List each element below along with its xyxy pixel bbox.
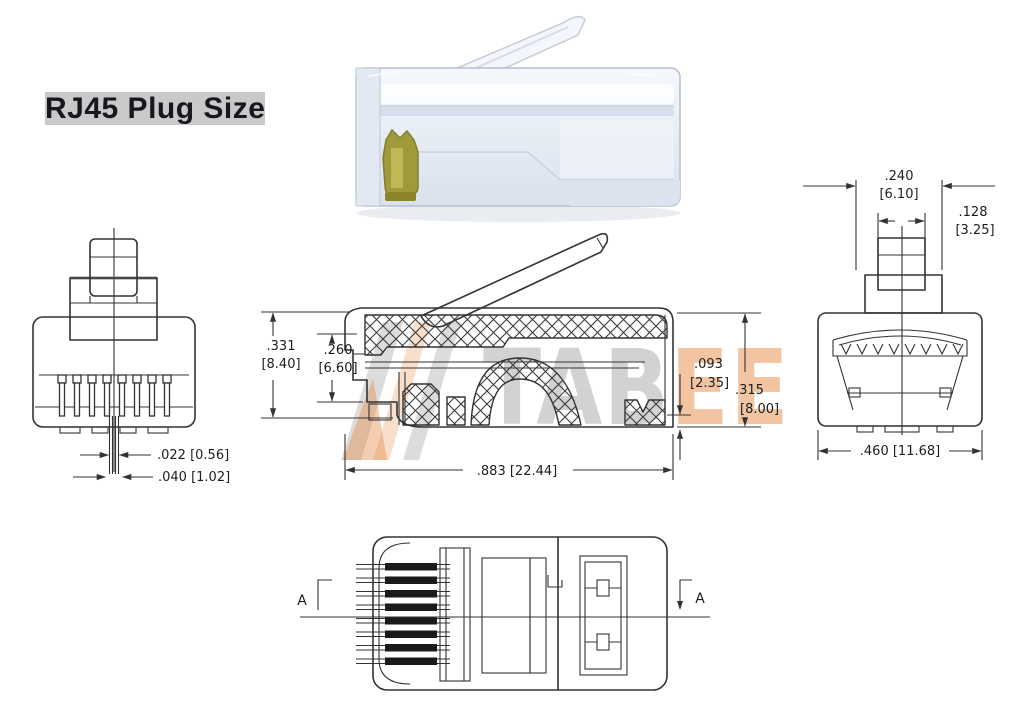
section-mark-left: A [297,579,332,610]
dim-label-wire-pair: .040 [1.02] [158,470,230,485]
plug-body-outline [32,316,196,428]
dim-label-height-mm: [8.40] [261,357,300,372]
dim-label-front-height-mm: [6.60] [318,361,357,376]
rj45-plug-photo [355,15,681,222]
section-label-right: A [695,591,705,607]
dim-label-height-in: .331 [267,339,296,354]
dim-label-inner-mm: [3.25] [955,223,994,238]
contact-bars [356,563,450,665]
dim-label-contact-in: .093 [694,357,723,372]
dim-overall-height: .331 [8.40] [261,311,393,419]
dim-label-rear-height-in: .315 [735,383,764,398]
section-label-left: A [297,593,307,609]
hatched-top-band [364,314,668,356]
plug-top-outline [372,536,668,691]
dim-label-front-height-in: .260 [324,343,353,358]
dim-label-contact-mm: [2.35] [690,376,729,391]
dim-label-cable-in: .240 [885,169,914,184]
latch-tab-outline [89,238,138,297]
front-view-drawing: .022 [0.56] .040 [1.02] [32,228,230,485]
dim-wire-pair: .040 [1.02] [73,470,230,485]
dim-inner-width: .128 [3.25] [877,205,995,255]
dim-cable-width: .240 [6.10] [803,169,995,270]
latch-lever-outline [420,232,609,328]
dim-front-height: .260 [6.60] [317,333,363,403]
dim-label-inner-in: .128 [959,205,988,220]
dim-overall-length: .883 [22.44] [344,434,674,480]
dim-pin-spacing: .022 [0.56] [80,448,229,463]
side-section-view-drawing: .331 [8.40] .260 [6.60] .093 [2.35] .315… [261,232,779,480]
rear-view-drawing: .240 [6.10] .128 [3.25] [803,169,995,460]
dim-label-overall-length: .883 [22.44] [477,464,557,479]
dim-rear-height: .315 [8.00] [677,312,779,428]
dim-body-width: .460 [11.68] [817,430,983,460]
cable-entry-outline [877,237,926,291]
dim-label-pin-spacing: .022 [0.56] [157,448,229,463]
dim-label-rear-height-mm: [8.00] [740,402,779,417]
hatched-arch [470,357,582,426]
dim-contact-offset: .093 [2.35] [667,357,729,460]
plug-side-outline [344,307,674,428]
dim-label-body-width: .460 [11.68] [860,444,940,459]
plan-view-drawing: A A [297,536,710,691]
dim-label-cable-mm: [6.10] [879,187,918,202]
contact-slots [840,343,964,356]
section-mark-right: A [677,579,705,610]
page-title: RJ45 Plug Size [45,92,266,125]
